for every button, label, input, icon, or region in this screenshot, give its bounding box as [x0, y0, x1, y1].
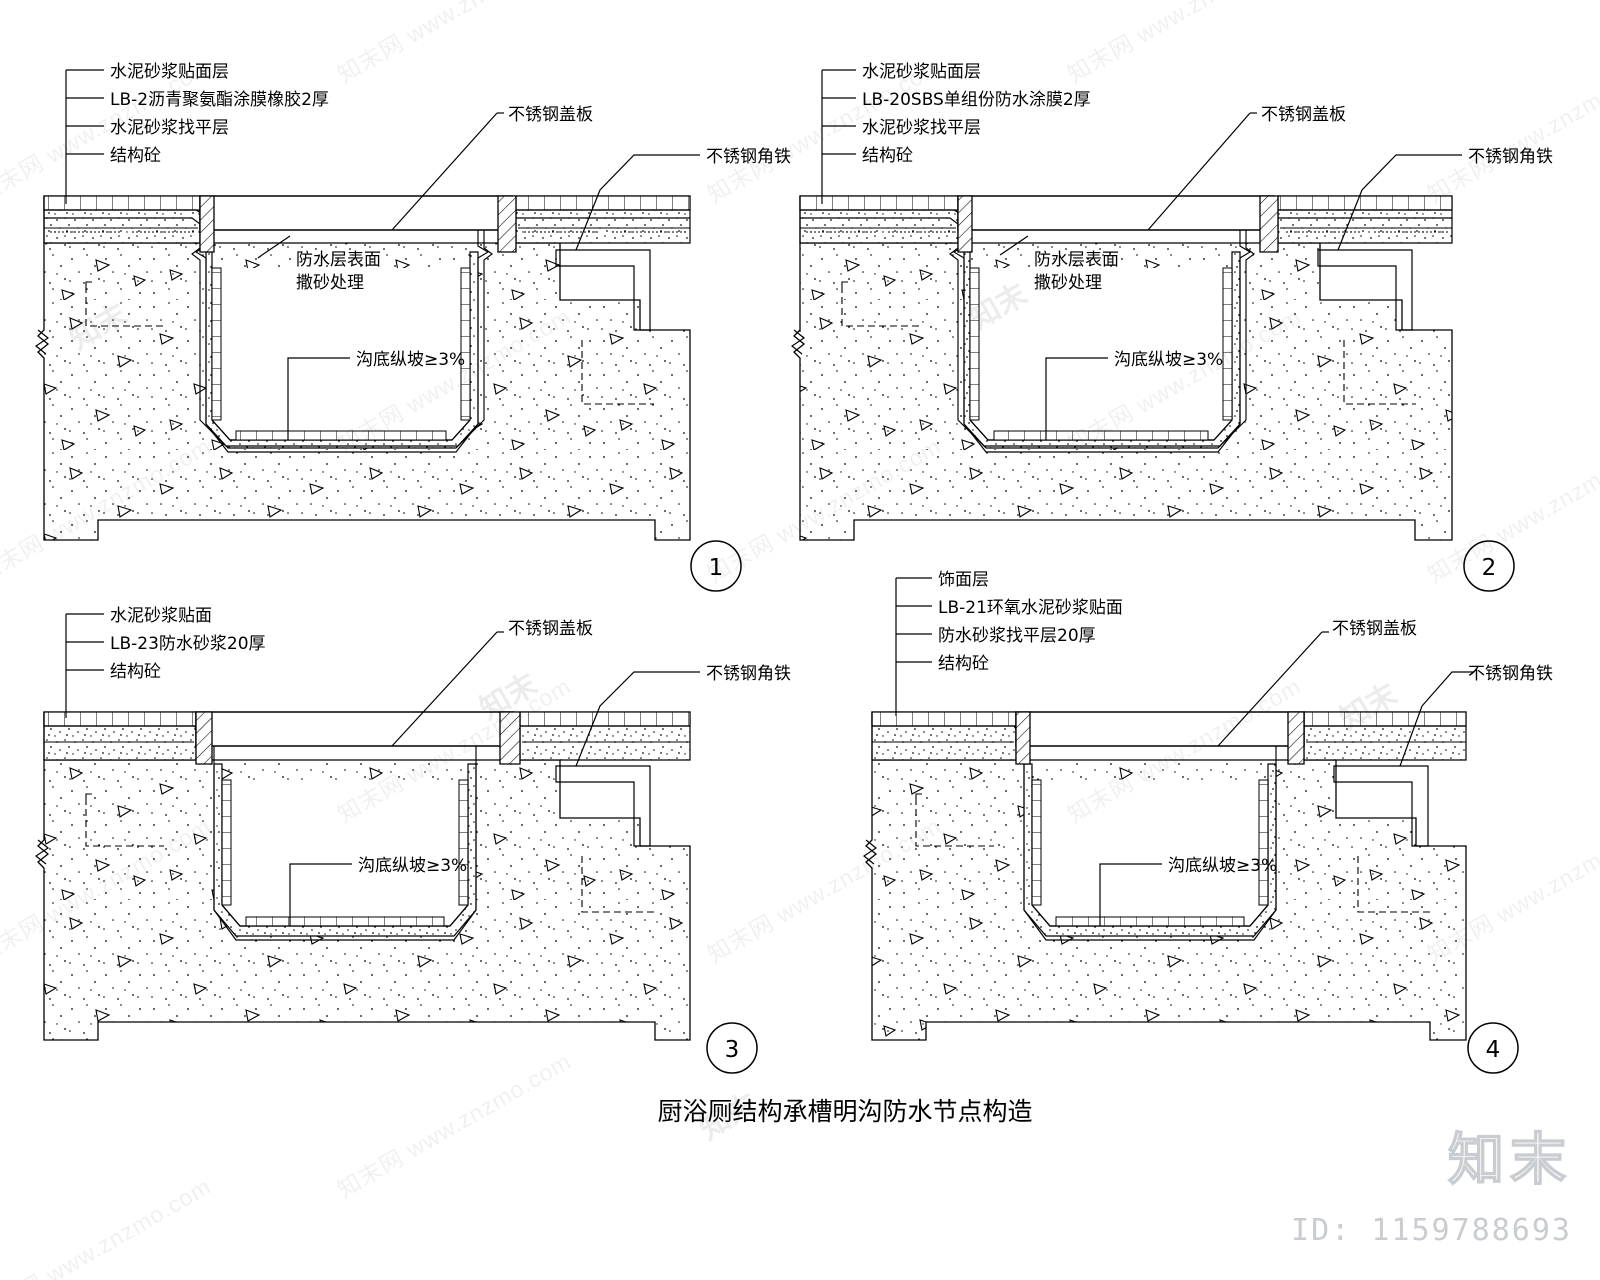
detail-4-cover-plate-label: 不锈钢盖板 [1332, 619, 1417, 639]
detail-1-number: 1 [709, 555, 724, 581]
detail-4-layer-1: LB-21环氧水泥砂浆贴面 [938, 598, 1123, 618]
detail-1-layer-0: 水泥砂浆贴面层 [110, 62, 229, 82]
detail-2-number-marker: 2 [1463, 540, 1515, 592]
detail-2-drawing [790, 69, 1462, 541]
detail-3-slope-label: 沟底纵坡≥3% [358, 856, 467, 876]
detail-2-cover-plate-label: 不锈钢盖板 [1261, 105, 1346, 125]
site-logo: 知末 [1447, 1127, 1572, 1194]
detail-3-layer-1: LB-23防水砂浆20厚 [110, 634, 266, 654]
detail-1-slope-label: 沟底纵坡≥3% [356, 350, 465, 370]
detail-4-number: 4 [1486, 1037, 1501, 1063]
detail-1-layer-2: 水泥砂浆找平层 [110, 118, 229, 138]
drawing-title: 厨浴厕结构承槽明沟防水节点构造 [657, 1097, 1032, 1126]
detail-2-layer-0: 水泥砂浆贴面层 [862, 62, 981, 82]
detail-1-layer-1: LB-2沥青聚氨酯涂膜橡胶2厚 [110, 90, 329, 110]
detail-3-layer-2: 结构砼 [110, 662, 161, 682]
detail-2-layer-3: 结构砼 [862, 146, 913, 166]
detail-3-drawing [34, 613, 700, 1041]
detail-1-angle-iron-label: 不锈钢角铁 [706, 147, 791, 167]
detail-2-layer-1: LB-20SBS单组份防水涂膜2厚 [862, 90, 1091, 110]
drawing-id-label: ID: 1159788693 [1291, 1213, 1572, 1248]
detail-1-membrane-label-1: 防水层表面 [296, 250, 381, 270]
detail-1-drawing [34, 69, 700, 541]
detail-4-layer-3: 结构砼 [938, 654, 989, 674]
detail-2-slope-label: 沟底纵坡≥3% [1114, 350, 1223, 370]
detail-2-number: 2 [1482, 555, 1497, 581]
detail-3-number-marker: 3 [706, 1022, 758, 1074]
detail-3-angle-iron-label: 不锈钢角铁 [706, 664, 791, 684]
detail-4-angle-iron-label: 不锈钢角铁 [1468, 664, 1553, 684]
detail-1-number-marker: 1 [690, 540, 742, 592]
detail-1-cover-plate-label: 不锈钢盖板 [508, 105, 593, 125]
detail-2-angle-iron-label: 不锈钢角铁 [1468, 147, 1553, 167]
detail-2-membrane-label-1: 防水层表面 [1034, 250, 1119, 270]
detail-4-number-marker: 4 [1467, 1022, 1519, 1074]
detail-3-layer-0: 水泥砂浆贴面 [110, 606, 212, 626]
detail-3-number: 3 [725, 1037, 740, 1063]
detail-4-layer-2: 防水砂浆找平层20厚 [938, 626, 1096, 646]
detail-1-membrane-label-2: 撒砂处理 [296, 273, 364, 293]
detail-4-slope-label: 沟底纵坡≥3% [1168, 856, 1277, 876]
detail-4-drawing [862, 577, 1474, 1041]
detail-4-layer-0: 饰面层 [938, 570, 989, 590]
detail-2-membrane-label-2: 撒砂处理 [1034, 273, 1102, 293]
detail-1-layer-3: 结构砼 [110, 146, 161, 166]
detail-3-cover-plate-label: 不锈钢盖板 [508, 619, 593, 639]
detail-2-layer-2: 水泥砂浆找平层 [862, 118, 981, 138]
